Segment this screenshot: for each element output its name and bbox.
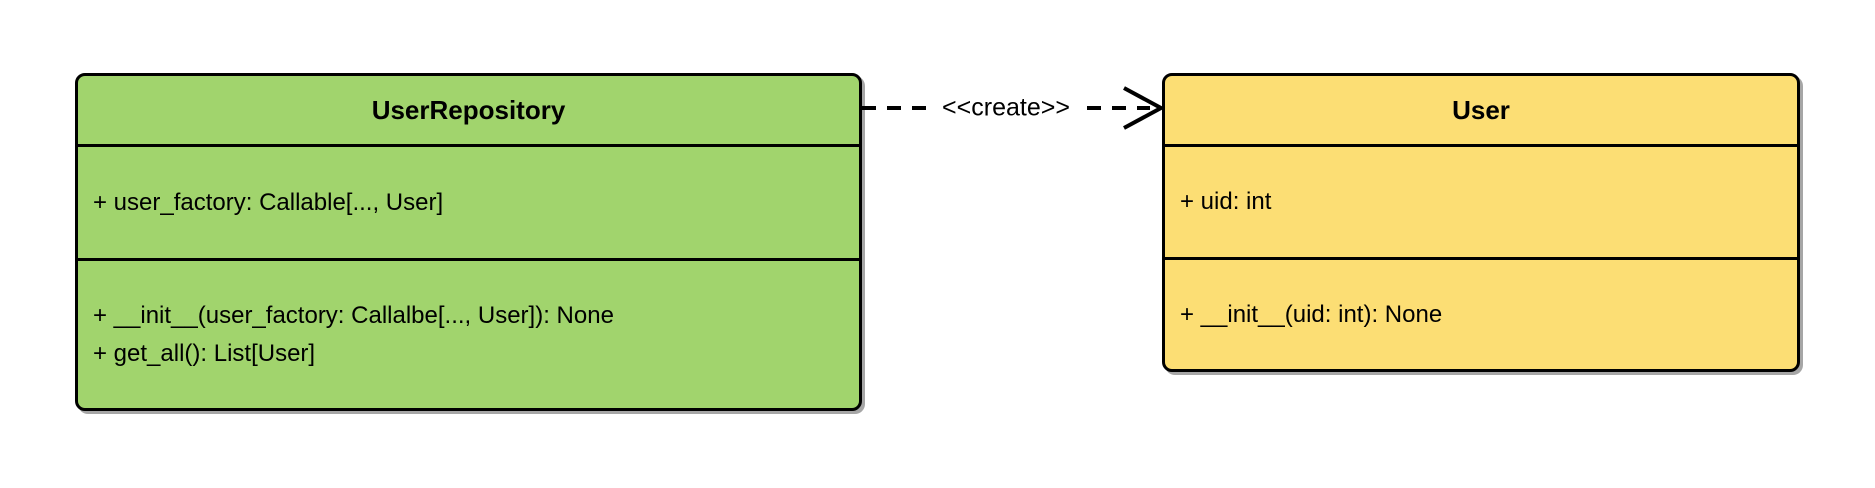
class-attributes-userrepository: + user_factory: Callable[..., User] xyxy=(78,144,859,258)
class-box-userrepository: UserRepository + user_factory: Callable[… xyxy=(75,73,862,411)
class-title-user: User xyxy=(1452,94,1510,125)
method-init-user: + __init__(uid: int): None xyxy=(1180,300,1443,328)
class-methods-user: + __init__(uid: int): None xyxy=(1165,257,1797,369)
dependency-label: <<create>> xyxy=(934,93,1078,123)
dependency-arrowhead-icon xyxy=(1123,86,1166,130)
class-methods-userrepository: + __init__(user_factory: Callalbe[..., U… xyxy=(78,258,859,408)
attribute-user-factory: + user_factory: Callable[..., User] xyxy=(93,188,444,216)
method-init-userrepository: + __init__(user_factory: Callalbe[..., U… xyxy=(93,301,614,329)
class-title-userrepository: UserRepository xyxy=(371,94,566,125)
method-get-all: + get_all(): List[User] xyxy=(93,339,316,367)
class-box-user: User + uid: int + __init__(uid: int): No… xyxy=(1162,73,1800,372)
class-attributes-user: + uid: int xyxy=(1165,144,1797,257)
attribute-uid: + uid: int xyxy=(1180,188,1272,215)
